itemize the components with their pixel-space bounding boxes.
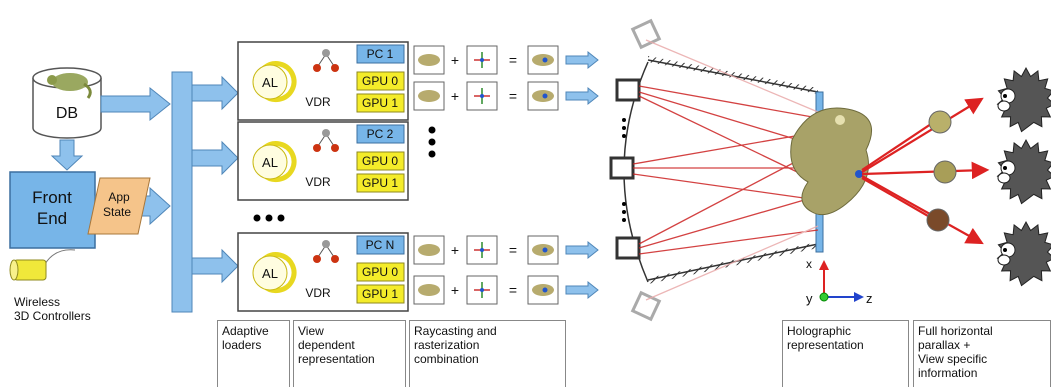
ellipsis-vertical	[622, 118, 626, 222]
caption-text: Raycasting and rasterization combination	[414, 324, 497, 366]
caption-parallax: Full horizontal parallax + View specific…	[913, 320, 1051, 387]
gpu1-label: GPU 1	[362, 176, 398, 190]
chameleon-icon	[418, 284, 440, 296]
caption-adaptive-loaders: Adaptive loaders	[217, 320, 290, 387]
output-arrow	[565, 50, 599, 70]
pc-box	[356, 124, 405, 144]
view-thumbnails	[926, 110, 957, 232]
app-state-label-1: App	[108, 190, 130, 204]
tree-icon	[313, 49, 339, 72]
pc-box	[356, 44, 405, 64]
coordinate-axes: x y z	[806, 257, 873, 306]
tree-icon	[313, 129, 339, 152]
equals-sign: =	[509, 242, 517, 258]
app-state-box	[87, 177, 151, 235]
pc-box	[356, 235, 405, 255]
db-cylinder: DB	[32, 67, 102, 139]
db-to-frontend-arrow	[50, 139, 84, 171]
gpu1-box	[356, 284, 405, 304]
axis-z-label: z	[866, 291, 873, 306]
gpu1-box	[356, 173, 405, 193]
combo-row: +=	[413, 275, 599, 305]
caption-holographic: Holographic representation	[782, 320, 909, 387]
equals-sign: =	[509, 52, 517, 68]
pc-label: PC 2	[367, 127, 394, 141]
al-label: AL	[262, 266, 278, 281]
chameleon-icon	[418, 244, 440, 256]
equals-sign: =	[509, 282, 517, 298]
plus-sign: +	[451, 242, 459, 258]
vdr-label: VDR	[305, 95, 331, 109]
viewer-head-icon	[996, 220, 1051, 287]
vdr-label: VDR	[305, 175, 331, 189]
viewer-head-icon	[996, 66, 1051, 133]
projector-rays	[632, 39, 819, 301]
chameleon-icon	[47, 73, 92, 99]
caption-raycasting: Raycasting and rasterization combination	[409, 320, 566, 387]
output-arrow	[565, 240, 599, 260]
gpu0-box	[356, 151, 405, 171]
render-node: AL VDR PC N GPU 0 GPU 1	[237, 232, 409, 312]
plus-sign: +	[451, 88, 459, 104]
caption-text: Adaptive loaders	[222, 324, 269, 352]
combo-row: +=	[413, 81, 599, 111]
output-arrow	[565, 280, 599, 300]
chameleon-icon	[418, 54, 440, 66]
caption-text: Holographic representation	[787, 324, 864, 352]
loader-circle	[252, 64, 288, 100]
caption-text: Full horizontal parallax + View specific…	[918, 324, 993, 380]
front-end-label-1: Front	[32, 188, 72, 207]
caption-view-dependent: View dependent representation	[293, 320, 406, 387]
gpu1-label: GPU 1	[362, 287, 398, 301]
db-label: DB	[56, 105, 78, 122]
holographic-display	[609, 18, 873, 322]
output-arrow	[565, 86, 599, 106]
view-point	[855, 170, 863, 178]
gpu0-box	[356, 262, 405, 282]
axis-y-label: y	[806, 291, 813, 306]
render-node: AL VDR PC 1 GPU 0 GPU 1	[237, 41, 409, 121]
tree-icon	[313, 240, 339, 263]
loader-circle	[252, 255, 288, 291]
controller-icon	[9, 249, 76, 281]
gpu0-box	[356, 71, 405, 91]
viewer-rays	[861, 97, 990, 245]
pc-label: PC 1	[367, 47, 394, 61]
pc-label: PC N	[366, 238, 395, 252]
node-ellipsis	[253, 126, 436, 222]
app-state-label-2: State	[103, 205, 131, 219]
distribution-bus	[171, 71, 239, 313]
caption-text: View dependent representation	[298, 324, 375, 366]
combo-row: +=	[413, 45, 599, 75]
plus-sign: +	[451, 282, 459, 298]
gpu1-label: GPU 1	[362, 96, 398, 110]
combination-rows: +=+=+=+=	[413, 45, 599, 305]
equals-sign: =	[509, 88, 517, 104]
gpu0-label: GPU 0	[362, 74, 398, 88]
controllers-label-1: Wireless	[14, 295, 60, 309]
viewers	[996, 66, 1051, 287]
al-label: AL	[262, 155, 278, 170]
gpu0-label: GPU 0	[362, 154, 398, 168]
front-end-box	[9, 171, 96, 249]
plus-sign: +	[451, 52, 459, 68]
projectors	[609, 78, 641, 260]
vdr-label: VDR	[305, 286, 331, 300]
render-node: AL VDR PC 2 GPU 0 GPU 1	[237, 121, 409, 201]
loader-circle	[252, 144, 288, 180]
gpu0-label: GPU 0	[362, 265, 398, 279]
viewer-head-icon	[996, 138, 1051, 205]
controllers-label-2: 3D Controllers	[14, 309, 91, 323]
gpu1-box	[356, 93, 405, 113]
al-label: AL	[262, 75, 278, 90]
db-to-bus-arrow	[100, 86, 171, 122]
axis-x-label: x	[806, 257, 812, 271]
chameleon-icon	[418, 90, 440, 102]
front-end-label-2: End	[37, 209, 67, 228]
combo-row: +=	[413, 235, 599, 265]
faded-projectors	[630, 18, 662, 322]
chameleon-hologram-icon	[790, 107, 873, 216]
